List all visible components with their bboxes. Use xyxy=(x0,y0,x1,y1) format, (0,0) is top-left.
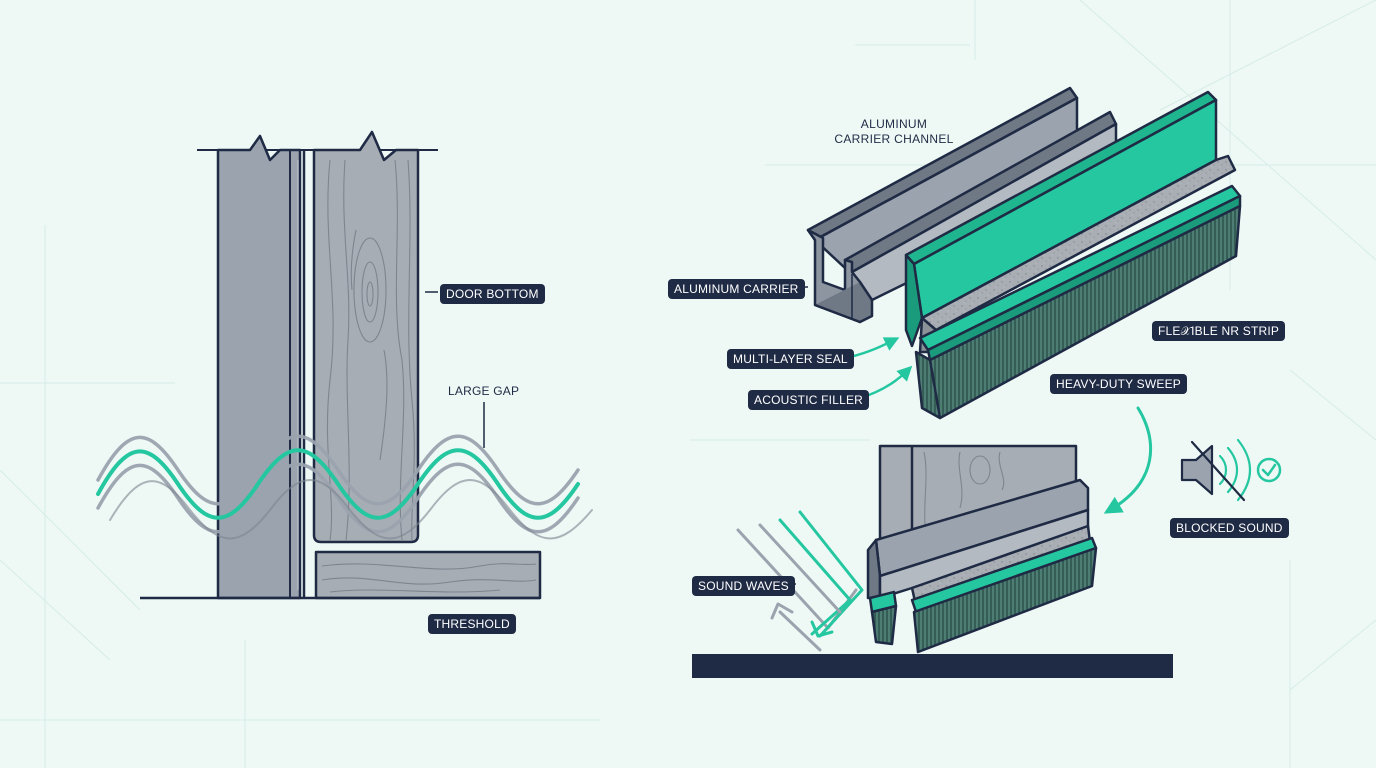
label-aluminum-carrier-channel: ALUMINUM CARRIER CHANNEL xyxy=(834,117,954,146)
label-sound-waves: SOUND WAVES xyxy=(692,576,795,596)
label-door-bottom: DOOR BOTTOM xyxy=(440,284,545,304)
label-blocked-sound: BLOCKED SOUND xyxy=(1170,518,1289,538)
sound-waves-left xyxy=(96,434,593,540)
label-flexible-nr-strip: FLE𝒳IBLE NR STRIP xyxy=(1152,321,1286,341)
check-circle-icon xyxy=(1256,457,1282,483)
deflected-sound-arrows xyxy=(736,510,864,652)
wood-grain xyxy=(326,159,415,541)
label-acoustic-filler: ACOUSTIC FILLER xyxy=(748,390,870,410)
label-large-gap: LARGE GAP xyxy=(448,384,520,398)
label-aluminum-carrier: ALUMINUM CARRIER xyxy=(668,279,805,299)
muted-speaker-icon xyxy=(1180,438,1251,502)
flexible-seal-strip xyxy=(904,90,1242,420)
label-multi-layer-seal: MULTI-LAYER SEAL xyxy=(727,349,854,369)
floor-slab xyxy=(692,654,1173,678)
door-leaf xyxy=(312,130,420,544)
label-heavy-duty-sweep: HEAVY-DUTY SWEEP xyxy=(1050,374,1188,394)
installed-door-section xyxy=(866,444,1098,654)
left-door-section xyxy=(140,130,542,600)
label-threshold: THRESHOLD xyxy=(428,614,516,634)
